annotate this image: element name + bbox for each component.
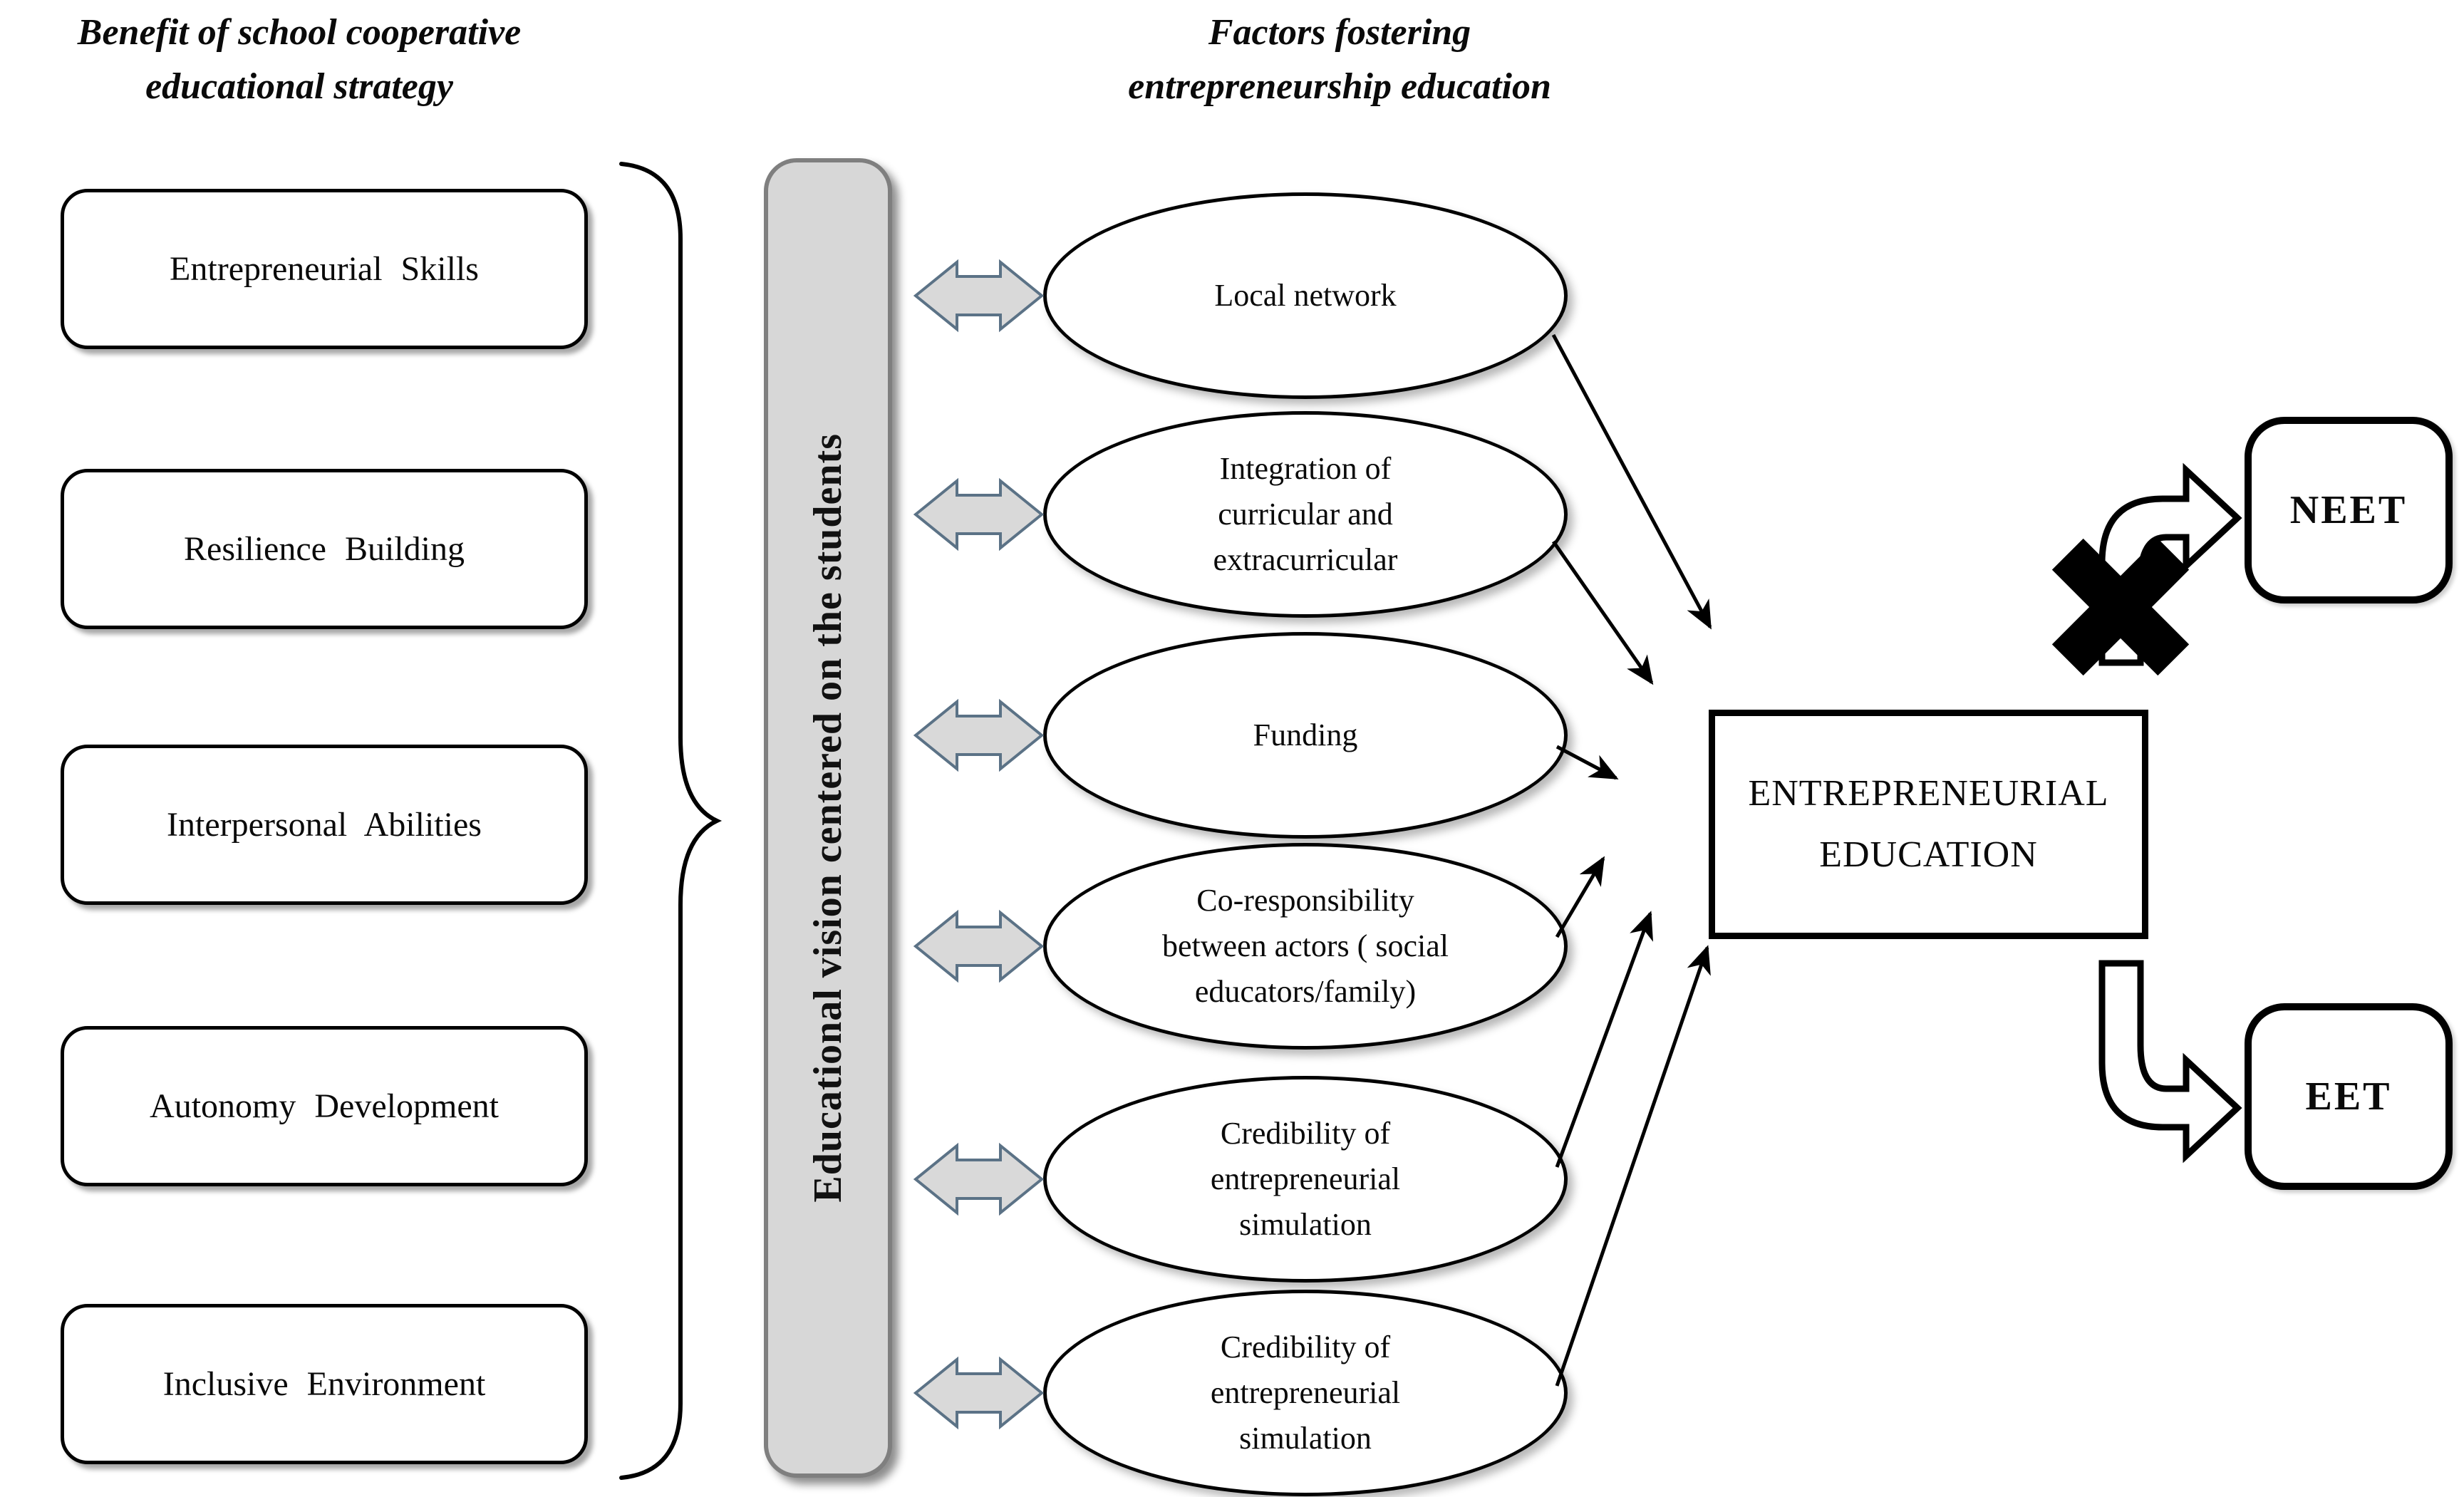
vision-bar: Educational vision centered on the stude… [764,158,892,1478]
factor-line: between actors ( social [1162,928,1449,963]
benefit-label: Resilience Building [184,530,465,568]
benefit-label: Entrepreneurial Skills [170,250,479,288]
factor-arrow-credibility-2 [1555,945,1711,1387]
benefit-box-inclusive-environment: Inclusive Environment [61,1304,588,1464]
left-column-title-line2: educational strategy [145,66,453,107]
vision-bar-label: Educational vision centered on the stude… [806,433,850,1203]
neet-label: NEET [2289,488,2408,532]
outcome-line2: EDUCATION [1819,834,2038,875]
double-arrow-icon [913,477,1045,551]
left-column-title: Benefit of school cooperative educationa… [0,6,599,114]
double-arrow-icon [913,698,1045,772]
factor-line: simulation [1239,1207,1372,1242]
factor-line: Credibility of [1220,1330,1391,1364]
factor-line: simulation [1239,1421,1372,1456]
x-mark-icon [2051,538,2190,676]
factor-ellipse-credibility-simulation-1: Credibility of entrepreneurial simulatio… [1043,1076,1568,1283]
factor-line: Local network [1214,278,1397,313]
benefit-box-interpersonal-abilities: Interpersonal Abilities [61,745,588,905]
factor-ellipse-co-responsibility: Co-responsibility between actors ( socia… [1043,843,1568,1050]
entrepreneurial-education-box: ENTREPRENEURIAL EDUCATION [1709,710,2148,939]
benefit-label: Inclusive Environment [162,1365,486,1403]
double-arrow-icon [913,1142,1045,1216]
benefit-box-resilience-building: Resilience Building [61,469,588,629]
factor-line: Credibility of [1220,1116,1391,1151]
right-column-title-line1: Factors fostering [1208,12,1471,53]
enabled-path-elbow-arrow-icon [2098,960,2242,1164]
factor-line: entrepreneurial [1210,1161,1401,1196]
right-column-title: Factors fostering entrepreneurship educa… [1005,6,1674,114]
blocked-path-elbow-arrow-icon [2098,462,2242,666]
factor-line: Co-responsibility [1196,883,1414,918]
factor-line: educators/family) [1194,974,1417,1009]
factor-ellipse-local-network: Local network [1043,192,1568,399]
factor-ellipse-integration-curricular: Integration of curricular and extracurri… [1043,411,1568,618]
factor-line: Funding [1253,718,1358,752]
factor-arrow-integration [1551,540,1654,685]
benefit-box-entrepreneurial-skills: Entrepreneurial Skills [61,189,588,349]
double-arrow-icon [913,1356,1045,1430]
neet-box: NEET [2245,417,2453,604]
double-arrow-icon [913,259,1045,333]
benefit-label: Interpersonal Abilities [167,806,482,844]
eet-box: EET [2245,1003,2453,1190]
eet-label: EET [2305,1074,2392,1119]
right-column-title-line2: entrepreneurship education [1128,66,1551,107]
factor-arrow-local-network [1551,333,1712,630]
factor-ellipse-credibility-simulation-2: Credibility of entrepreneurial simulatio… [1043,1290,1568,1496]
factor-line: extracurricular [1213,542,1398,577]
factor-arrow-co-responsibility [1555,856,1605,938]
benefits-brace-icon [619,162,723,1480]
benefit-box-autonomy-development: Autonomy Development [61,1026,588,1186]
factor-arrow-credibility-1 [1555,911,1653,1168]
factor-ellipse-funding: Funding [1043,632,1568,839]
factor-arrow-funding [1555,745,1619,780]
double-arrow-icon [913,909,1045,983]
outcome-line1: ENTREPRENEURIAL [1748,773,2109,814]
factor-line: curricular and [1218,497,1393,532]
left-column-title-line1: Benefit of school cooperative [77,12,522,53]
benefit-label: Autonomy Development [150,1087,499,1125]
factor-line: Integration of [1219,451,1392,486]
factor-line: entrepreneurial [1210,1375,1401,1410]
